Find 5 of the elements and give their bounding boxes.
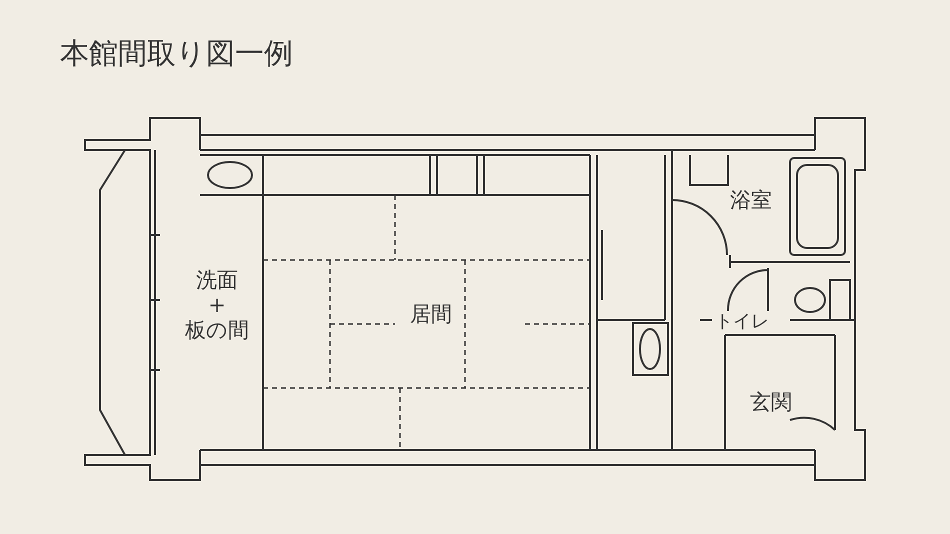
- room-label: 居間: [410, 302, 452, 328]
- title: 本館間取り図一例: [60, 35, 293, 72]
- room-label: 浴室: [730, 188, 772, 214]
- room-label: 玄関: [750, 390, 792, 416]
- wash-room-label: 洗面+板の間: [185, 268, 249, 344]
